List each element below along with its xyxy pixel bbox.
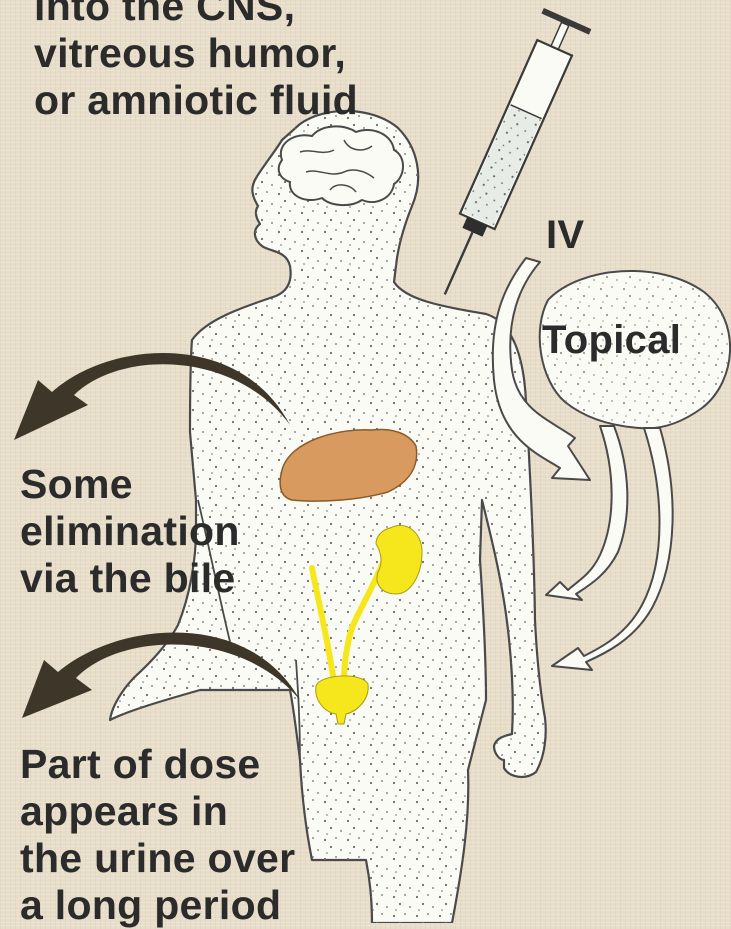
brain-icon — [279, 126, 403, 205]
bile-label-line: via the bile — [20, 555, 240, 602]
bile-label-line: Some — [20, 461, 240, 508]
urine-label-line: Part of dose — [20, 741, 295, 788]
syringe-icon — [421, 8, 591, 305]
distribution-label: into the CNS, vitreous humor, or amnioti… — [34, 0, 358, 124]
bile-label-line: elimination — [20, 508, 240, 555]
distribution-label-line: or amniotic fluid — [34, 77, 358, 124]
urine-label-line: the urine over — [20, 835, 295, 882]
urine-elimination-label: Part of dose appears in the urine over a… — [20, 741, 295, 929]
topical-label: Topical — [542, 317, 681, 364]
bile-elimination-label: Some elimination via the bile — [20, 461, 240, 602]
iv-label: IV — [546, 212, 584, 259]
urine-label-line: appears in — [20, 788, 295, 835]
urine-label-line: a long period — [20, 882, 295, 929]
distribution-label-line: into the CNS, — [34, 0, 358, 30]
distribution-label-line: vitreous humor, — [34, 30, 358, 77]
